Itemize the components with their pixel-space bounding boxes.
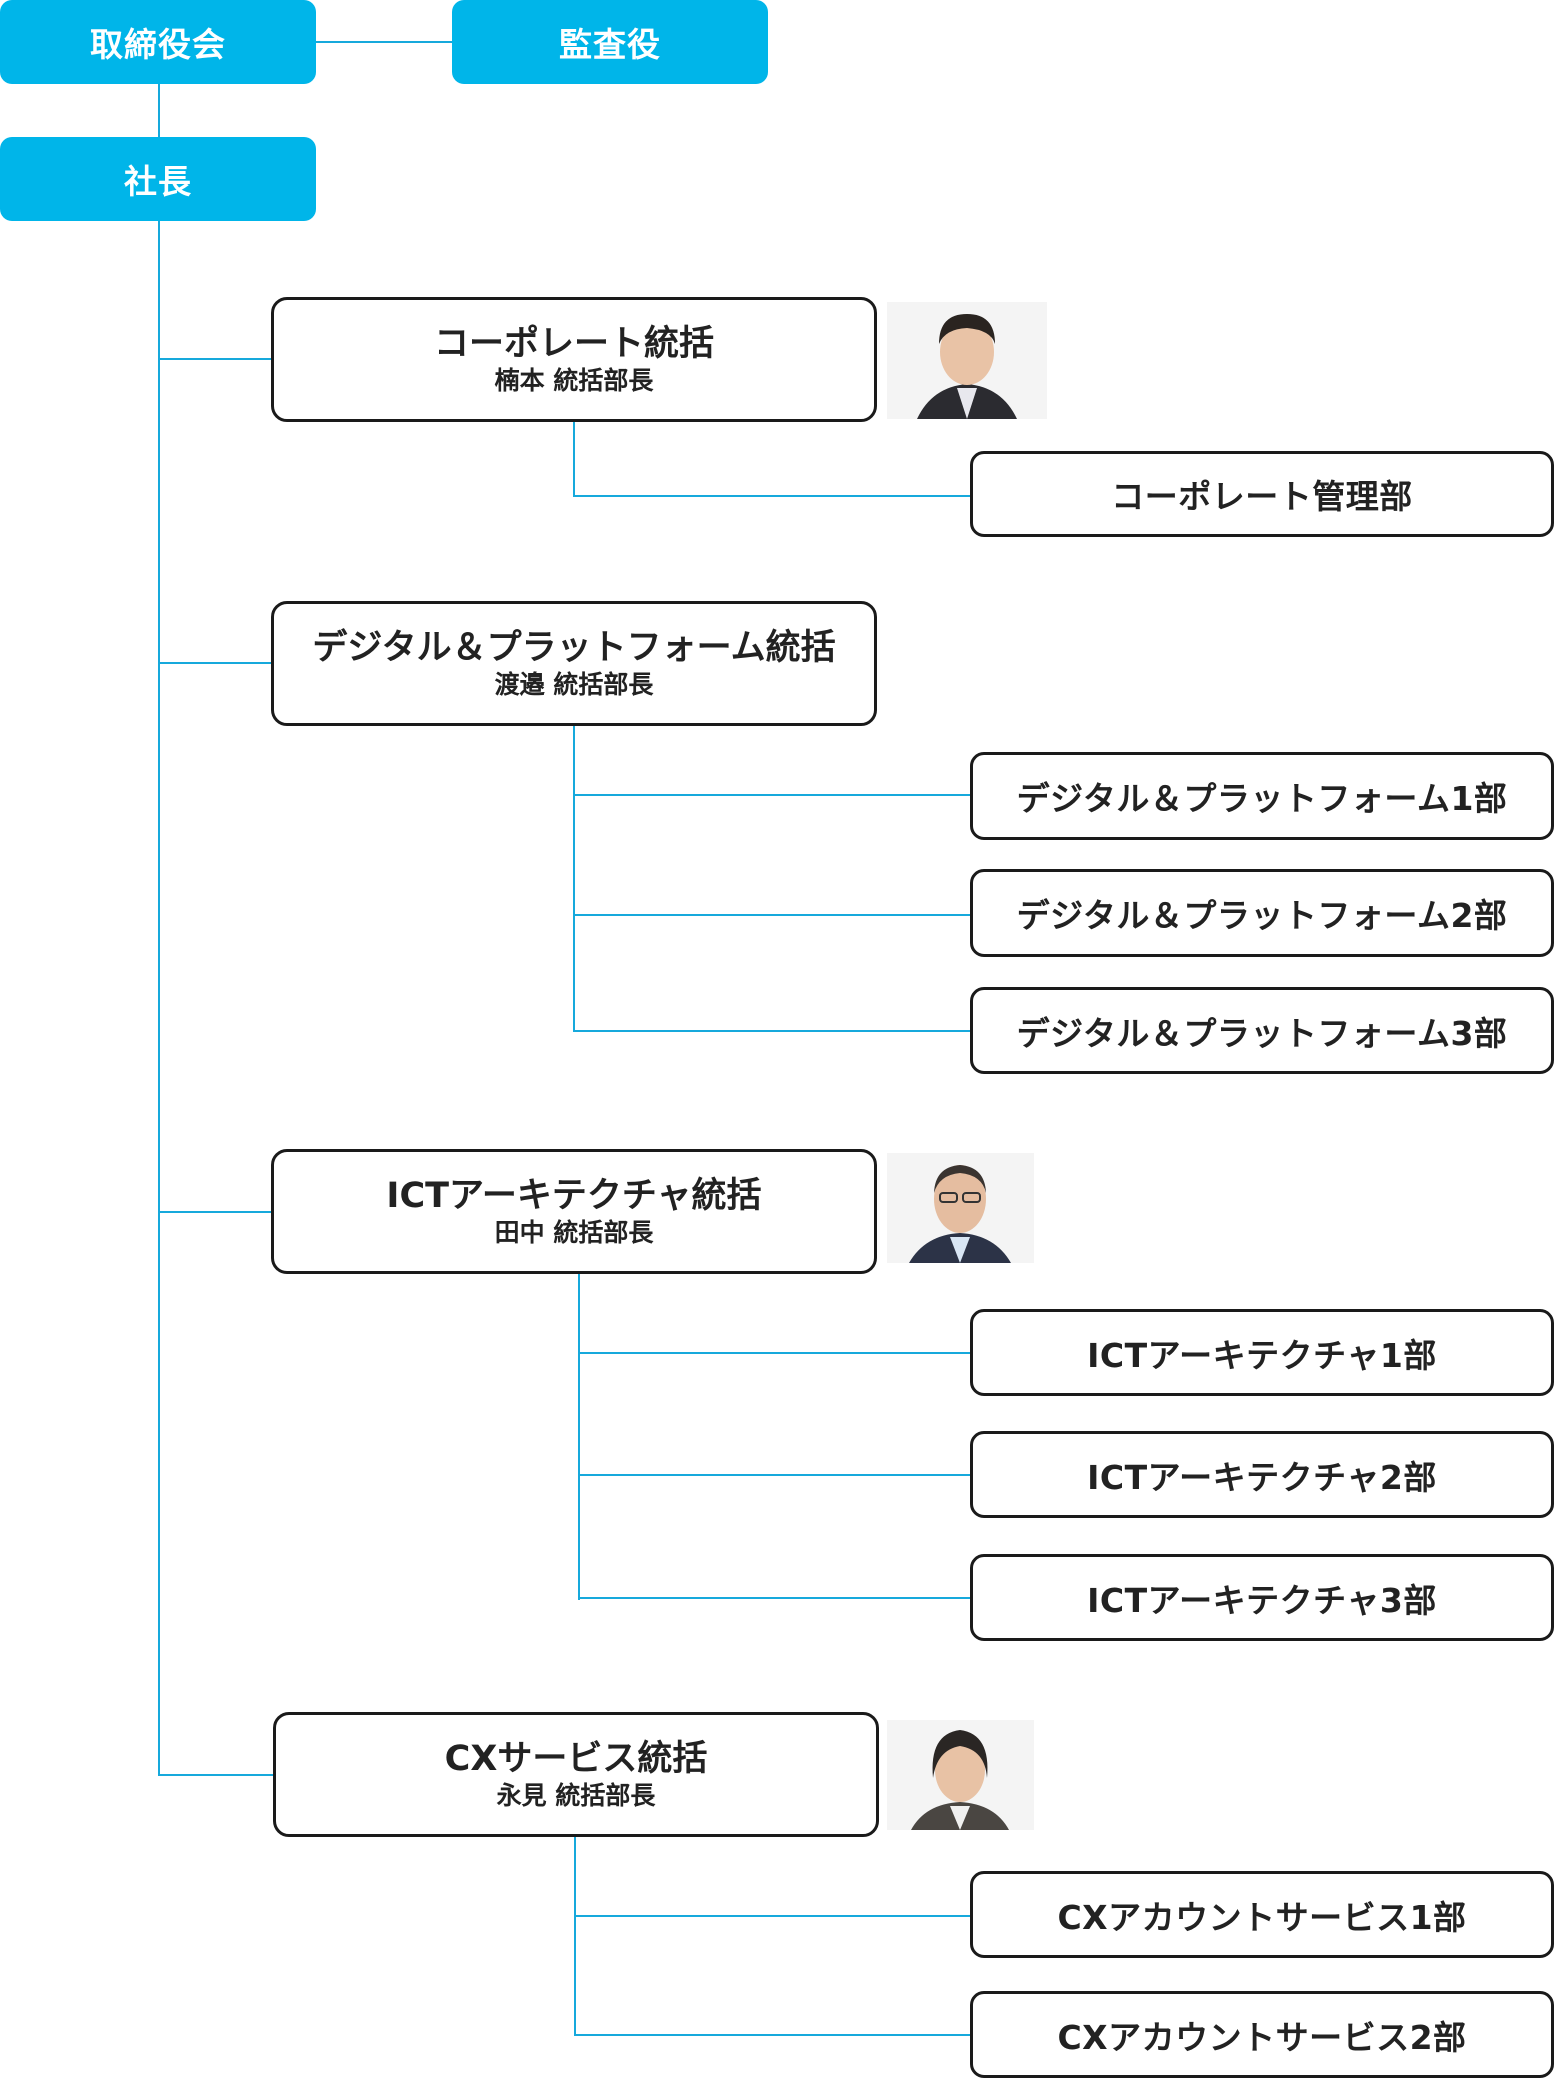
department-label: デジタル＆プラットフォーム3部	[1016, 1013, 1508, 1053]
connector-board-president	[158, 83, 160, 138]
department-box: CXアカウントサービス2部	[970, 1991, 1554, 2078]
division-box: CXサービス統括 永見 統括部長	[273, 1712, 879, 1837]
connector-trunk-div-3	[158, 1774, 274, 1776]
division-title: デジタル＆プラットフォーム統括	[312, 627, 836, 668]
division-title: CXサービス統括	[444, 1738, 708, 1779]
department-box: デジタル＆プラットフォーム2部	[970, 869, 1554, 957]
auditor-box: 監査役	[452, 0, 768, 84]
connector-div2-dept0	[578, 1352, 971, 1354]
connector-board-auditor	[316, 41, 453, 43]
division-box: コーポレート統括 楠本 統括部長	[271, 297, 877, 422]
department-box: ICTアーキテクチャ3部	[970, 1554, 1554, 1641]
department-box: コーポレート管理部	[970, 451, 1554, 537]
connector-div2-dept1	[578, 1474, 971, 1476]
connector-div2-dept2	[578, 1597, 971, 1599]
connector-trunk-div-2	[158, 1211, 272, 1213]
connector-trunk-div-1	[158, 662, 272, 664]
manager-photo	[887, 1153, 1034, 1263]
department-box: ICTアーキテクチャ2部	[970, 1431, 1554, 1518]
division-manager: 楠本 統括部長	[494, 365, 654, 395]
department-label: ICTアーキテクチャ1部	[1087, 1335, 1437, 1375]
connector-div3-branch	[574, 1836, 576, 2036]
division-manager: 永見 統括部長	[496, 1780, 656, 1810]
president-box: 社長	[0, 137, 316, 221]
connector-president-trunk	[158, 221, 160, 1776]
division-box: デジタル＆プラットフォーム統括 渡邉 統括部長	[271, 601, 877, 726]
division-title: コーポレート統括	[433, 323, 714, 364]
person-photo-icon	[887, 1153, 1034, 1263]
department-label: ICTアーキテクチャ2部	[1087, 1457, 1437, 1497]
department-label: デジタル＆プラットフォーム2部	[1016, 896, 1508, 935]
connector-div2-branch	[578, 1273, 580, 1600]
department-box: デジタル＆プラットフォーム1部	[970, 752, 1554, 840]
auditor-label: 監査役	[559, 25, 661, 64]
president-label: 社長	[124, 162, 192, 201]
connector-div0-dept0	[573, 495, 971, 497]
division-box: ICTアーキテクチャ統括 田中 統括部長	[271, 1149, 877, 1274]
connector-div0-branch	[573, 421, 575, 497]
division-manager: 田中 統括部長	[494, 1217, 654, 1247]
department-label: CXアカウントサービス2部	[1057, 2017, 1467, 2057]
connector-div3-dept0	[574, 1915, 971, 1917]
department-label: CXアカウントサービス1部	[1057, 1897, 1467, 1937]
connector-div1-dept0	[573, 794, 971, 796]
person-photo-icon	[887, 1720, 1034, 1830]
person-photo-icon	[887, 302, 1047, 419]
department-box: デジタル＆プラットフォーム3部	[970, 987, 1554, 1074]
division-title: ICTアーキテクチャ統括	[386, 1175, 762, 1216]
manager-photo	[887, 1720, 1034, 1830]
connector-div1-dept1	[573, 914, 971, 916]
department-box: ICTアーキテクチャ1部	[970, 1309, 1554, 1396]
manager-photo	[887, 302, 1047, 419]
department-label: ICTアーキテクチャ3部	[1087, 1580, 1437, 1620]
department-label: デジタル＆プラットフォーム1部	[1016, 779, 1508, 818]
department-box: CXアカウントサービス1部	[970, 1871, 1554, 1958]
connector-div1-dept2	[573, 1030, 971, 1032]
board-of-directors-box: 取締役会	[0, 0, 316, 84]
department-label: コーポレート管理部	[1111, 477, 1413, 516]
board-of-directors-label: 取締役会	[90, 25, 226, 64]
division-manager: 渡邉 統括部長	[494, 669, 654, 699]
connector-div3-dept1	[574, 2034, 971, 2036]
connector-trunk-div-0	[158, 358, 272, 360]
connector-div1-branch	[573, 725, 575, 1032]
